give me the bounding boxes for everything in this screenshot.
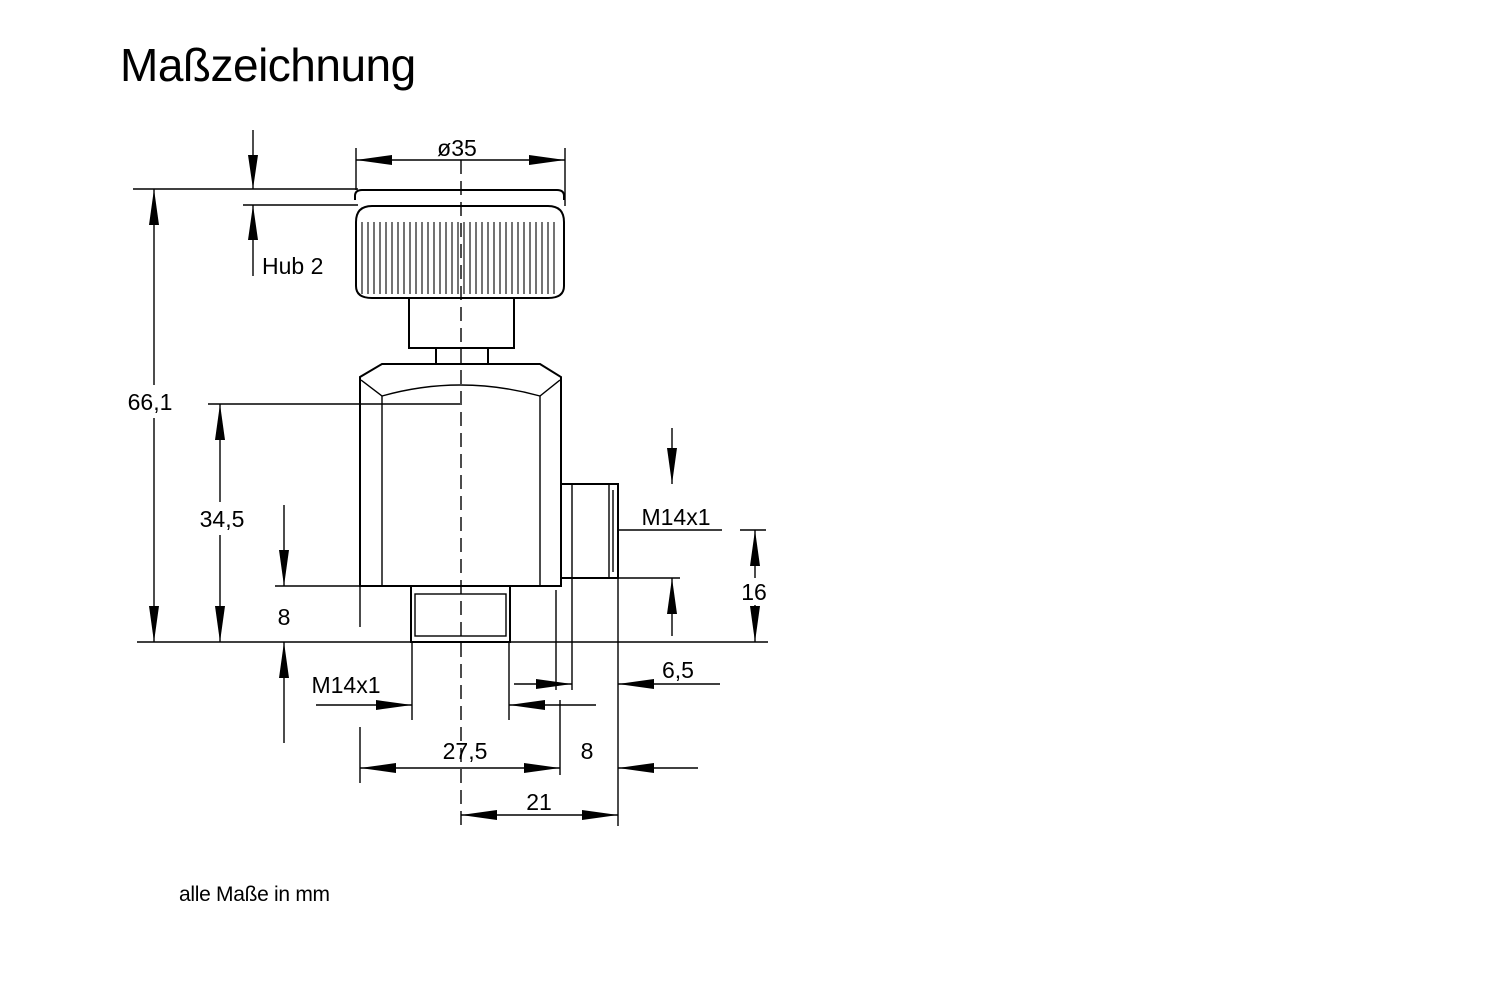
knob-body: [355, 205, 565, 299]
knob-knurling: [361, 222, 555, 294]
neck: [435, 347, 489, 365]
side-thread-height-label: 16: [741, 579, 767, 605]
part-outline: [354, 160, 619, 825]
main-body: [359, 363, 562, 587]
side-offset-label: 8: [581, 738, 594, 764]
stroke-label: Hub 2: [262, 253, 323, 279]
side-thread: [560, 483, 619, 579]
body-width-label: 27,5: [443, 738, 488, 764]
side-thread-depth-label: 6,5: [662, 657, 694, 683]
body-chamfer: [360, 379, 561, 397]
center-to-side-label: 21: [526, 789, 552, 815]
diameter-label: ø35: [437, 135, 477, 161]
bottom-thread-label: M14x1: [311, 672, 380, 698]
extension-lines: [133, 148, 768, 826]
overall-height-label: 66,1: [128, 389, 173, 415]
page-title: Maßzeichnung: [120, 39, 416, 91]
knob-cap: [354, 189, 565, 200]
dimension-labels: ø35 Hub 2 66,1 34,5 8 M14x1 M14x1 16 6,5…: [128, 135, 767, 815]
dimension-lines: [149, 130, 760, 820]
body-height-label: 34,5: [200, 506, 245, 532]
units-footnote: alle Maße in mm: [179, 883, 330, 906]
side-thread-label: M14x1: [641, 504, 710, 530]
bottom-thread-length-label: 8: [278, 604, 291, 630]
